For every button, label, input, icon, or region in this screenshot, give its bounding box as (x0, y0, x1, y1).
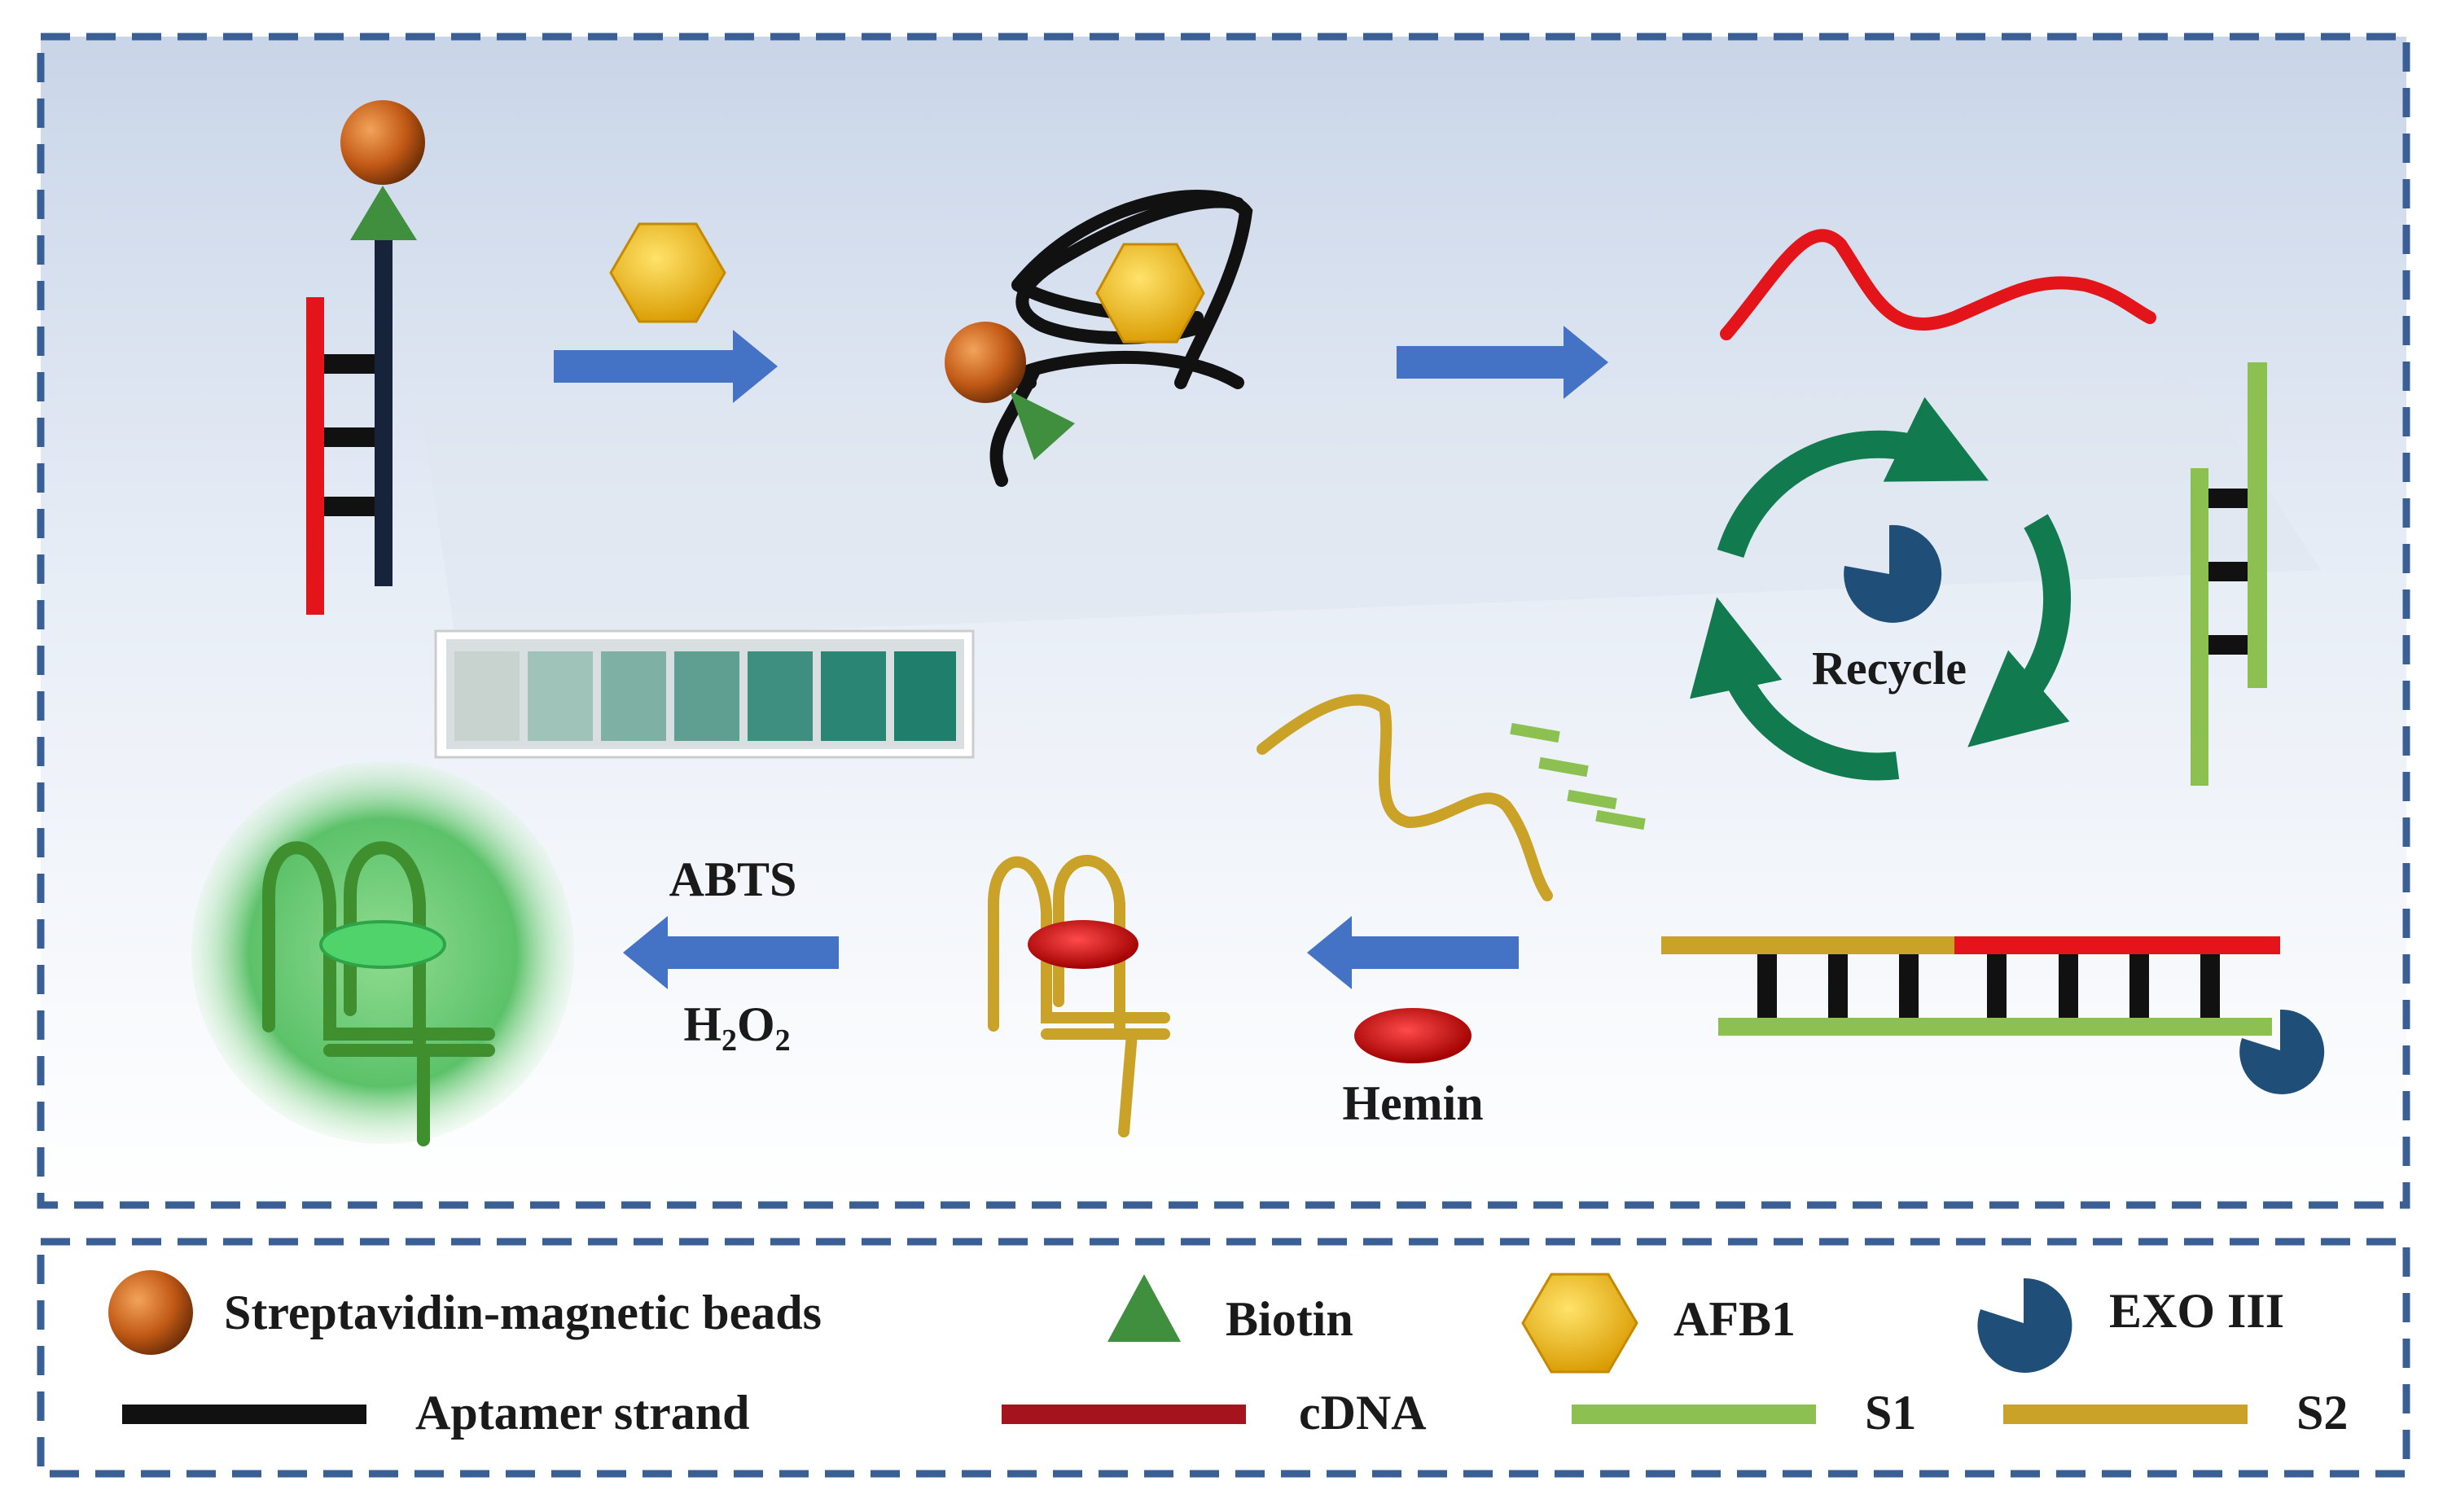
legend-label-s1: S1 (1865, 1386, 1916, 1440)
biotin-triangle (1010, 391, 1075, 460)
cuvette-photo (434, 629, 975, 759)
black-line-icon (122, 1405, 366, 1424)
g-quadruplex-hemin (988, 854, 1170, 1137)
s1-hairpin (2191, 362, 2267, 786)
s2-strand (1661, 936, 1954, 954)
process-panel-frame (37, 33, 2410, 1209)
aptamer-afb1-complex (945, 190, 1253, 487)
recycle-arrow-top (1717, 397, 1989, 559)
s1-strand (2248, 362, 2267, 688)
cdna-strand (1954, 936, 2280, 954)
arrow-left-abts (623, 916, 839, 989)
aptamer-strand-vertical (375, 228, 393, 586)
hemin-label: Hemin (1342, 1076, 1483, 1130)
s1-strand (1718, 1018, 2272, 1036)
released-s2-strand (1257, 694, 1553, 901)
s1-fragment (1595, 809, 1646, 831)
released-cdna-strand (1720, 229, 2156, 340)
legend-frame (37, 1238, 2410, 1478)
yellow-line-icon (2003, 1405, 2248, 1424)
legend-label-exo: EXO III (2109, 1284, 2284, 1338)
base-pair (324, 354, 375, 374)
hemin-disc (1028, 920, 1138, 969)
base-pair (2208, 635, 2248, 655)
s1-strand (2191, 468, 2208, 786)
hexagon-icon (1521, 1273, 1638, 1374)
abts-label: ABTS (669, 852, 797, 906)
exo-enzyme-icon (1844, 524, 1942, 623)
base-pair (324, 497, 375, 516)
arrow-left-hemin (1307, 916, 1519, 989)
recycle-cycle: Recycle (1690, 397, 2072, 781)
red-line-icon (1002, 1405, 1246, 1424)
base-pair (2208, 562, 2248, 581)
magnetic-bead (340, 100, 425, 185)
base-pair (324, 427, 375, 447)
legend-label-s2: S2 (2296, 1386, 2348, 1440)
legend-label-cdna: cDNA (1299, 1386, 1427, 1440)
recycle-arrow-bottom (1690, 597, 1900, 781)
biotin-triangle (350, 186, 417, 240)
recycle-label: Recycle (1812, 642, 1967, 695)
arrow-right-1 (554, 330, 778, 403)
oxidized-abts-disc (319, 920, 446, 969)
hemin-disc-icon (1354, 1008, 1472, 1063)
s1-fragment (1510, 722, 1560, 743)
recycle-arrow-right (1967, 514, 2072, 747)
afb1-hexagon (609, 222, 726, 323)
glowing-g-quadruplex (191, 761, 574, 1146)
exo-icon (1977, 1278, 2072, 1373)
bead-icon (108, 1270, 193, 1355)
legend-label-biotin: Biotin (1226, 1292, 1353, 1346)
triangle-icon (1107, 1274, 1181, 1342)
legend-label-afb1: AFB1 (1673, 1292, 1796, 1346)
probe-duplex (306, 100, 425, 615)
cdna-strand-vertical (306, 297, 324, 615)
arrow-right-2 (1397, 326, 1608, 399)
exo-enzyme-icon (2239, 1009, 2325, 1094)
s2-s1-cdna-duplex (1661, 936, 2325, 1094)
magnetic-bead (945, 322, 1026, 403)
s1-fragment (1567, 789, 1617, 810)
legend-label-beads: Streptavidin-magnetic beads (224, 1286, 822, 1339)
s1-fragment (1538, 756, 1589, 778)
afb1-hexagon (1095, 243, 1205, 344)
base-pair (2208, 489, 2248, 508)
legend-label-aptamer: Aptamer strand (415, 1386, 750, 1440)
green-line-icon (1572, 1405, 1816, 1424)
h2o2-label: H2O2 (683, 997, 790, 1058)
